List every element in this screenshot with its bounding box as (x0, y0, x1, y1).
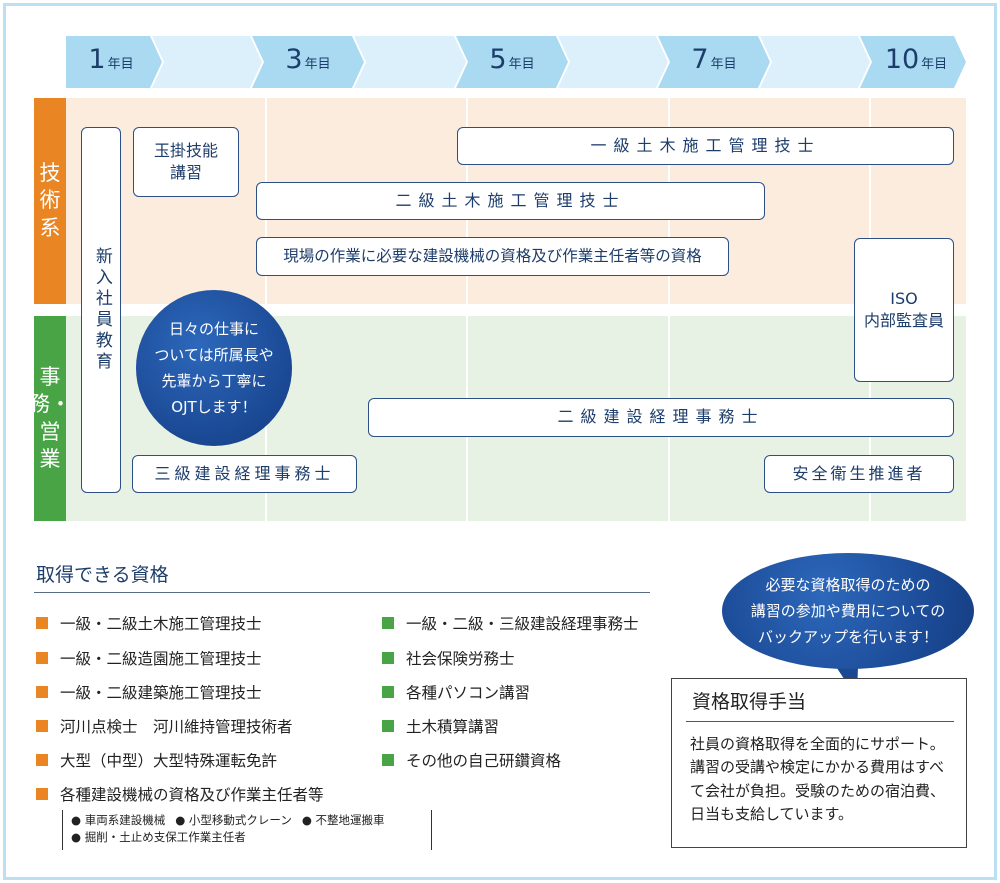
green-square-icon (382, 686, 394, 698)
allowance-box: 資格取得手当 社員の資格取得を全面的にサポート。講習の受講や検定にかかる費用はす… (671, 678, 967, 848)
qualification-item: 河川点検士 河川維持管理技術者 (36, 715, 293, 737)
orange-square-icon (36, 617, 48, 629)
green-square-icon (382, 617, 394, 629)
green-square-icon (382, 720, 394, 732)
allowance-title: 資格取得手当 (692, 691, 807, 713)
tamakake-box: 玉掛技能 講習 (133, 127, 239, 197)
support-bubble: 必要な資格取得のための 講習の参加や費用についての バックアップを行います！ (722, 553, 974, 669)
year-segment (558, 36, 668, 88)
machinery-qualification-box: 現場の作業に必要な建設機械の資格及び作業主任者等の資格 (256, 237, 729, 276)
year-segment (456, 36, 568, 88)
year-segment (152, 36, 262, 88)
divider (686, 721, 954, 722)
orange-square-icon (36, 720, 48, 732)
qualification-item: 各種パソコン講習 (382, 681, 530, 703)
grid-line (466, 98, 468, 521)
qualification-item: その他の自己研鑽資格 (382, 749, 561, 771)
qualification-item: 社会保険労務士 (382, 647, 515, 669)
year-segment (252, 36, 364, 88)
green-square-icon (382, 652, 394, 664)
category-tech: 技 術 系 (34, 98, 66, 304)
qualification-item: 一級・二級造園施工管理技士 (36, 647, 262, 669)
grid-line (668, 98, 670, 521)
qualification-item: 各種建設機械の資格及び作業主任者等 (36, 783, 324, 805)
allowance-text: 社員の資格取得を全面的にサポート。講習の受講や検定にかかる費用はすべて会社が負担… (690, 735, 946, 823)
year-segment (354, 36, 466, 88)
orange-square-icon (36, 788, 48, 800)
orange-square-icon (36, 652, 48, 664)
new-employee-training-box: 新入社員教育 (81, 127, 121, 493)
safety-promoter-box: 安全衛生推進者 (764, 455, 954, 493)
year-segment (860, 36, 966, 88)
qualification-item: 土木積算講習 (382, 715, 499, 737)
civil-engineering-1-box: 一級土木施工管理技士 (457, 127, 954, 165)
year-segment (66, 36, 162, 88)
qualification-item: 大型（中型）大型特殊運転免許 (36, 749, 277, 771)
orange-square-icon (36, 754, 48, 766)
civil-engineering-2-box: 二級土木施工管理技士 (256, 182, 765, 220)
year-segment (658, 36, 770, 88)
qualification-item: 一級・二級建築施工管理技士 (36, 681, 262, 703)
qualification-item: 一級・二級・三級建設経理事務士 (382, 612, 639, 634)
category-office: 事 務・ 営 業 (29, 316, 71, 521)
business-management-2-box: 二級建設経理事務士 (368, 398, 954, 437)
ojt-bubble: 日々の仕事に ついては所属長や 先輩から丁寧に OJTします！ (136, 290, 292, 446)
business-management-3-box: 三級建設経理事務士 (132, 455, 357, 493)
divider (34, 592, 650, 593)
green-square-icon (382, 754, 394, 766)
orange-square-icon (36, 686, 48, 698)
year-segment (760, 36, 870, 88)
iso-auditor-box: ISO 内部監査員 (854, 238, 954, 382)
qualifications-title: 取得できる資格 (36, 564, 169, 586)
machinery-sublist: ● 車両系建設機械● 小型移動式クレーン● 不整地運搬車 ● 掘削・土止め支保工… (62, 810, 432, 850)
qualification-item: 一級・二級土木施工管理技士 (36, 612, 262, 634)
